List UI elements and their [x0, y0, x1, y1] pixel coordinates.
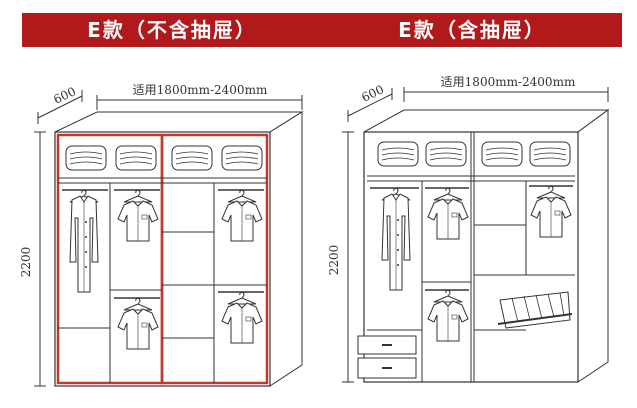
blanket-icon: [115, 145, 157, 171]
blanket-icon: [377, 141, 419, 167]
left-depth-label: 600: [51, 84, 78, 106]
blanket-icon: [481, 141, 523, 167]
right-width-label: 适用1800mm-2400mm: [441, 75, 576, 89]
title-banner: E款（不含抽屉） E款（含抽屉）: [22, 13, 622, 47]
left-height-label: 2200: [19, 247, 33, 278]
blanket-icon: [221, 145, 263, 171]
blanket-icon: [425, 141, 467, 167]
right-depth-label: 600: [359, 82, 386, 104]
blanket-icon: [65, 145, 107, 171]
blanket-icon: [529, 141, 571, 167]
blanket-icon: [171, 145, 213, 171]
left-title: E款（不含抽屉）: [87, 18, 257, 42]
right-height-label: 2200: [327, 245, 341, 276]
wardrobe-diagram: 600 适用1800mm-2400mm 2200: [19, 75, 610, 387]
right-wardrobe: 600 适用1800mm-2400mm 2200: [327, 75, 610, 383]
right-title: E款（含抽屉）: [398, 18, 546, 42]
left-wardrobe: 600 适用1800mm-2400mm 2200: [19, 83, 304, 387]
left-width-label: 适用1800mm-2400mm: [133, 83, 268, 97]
